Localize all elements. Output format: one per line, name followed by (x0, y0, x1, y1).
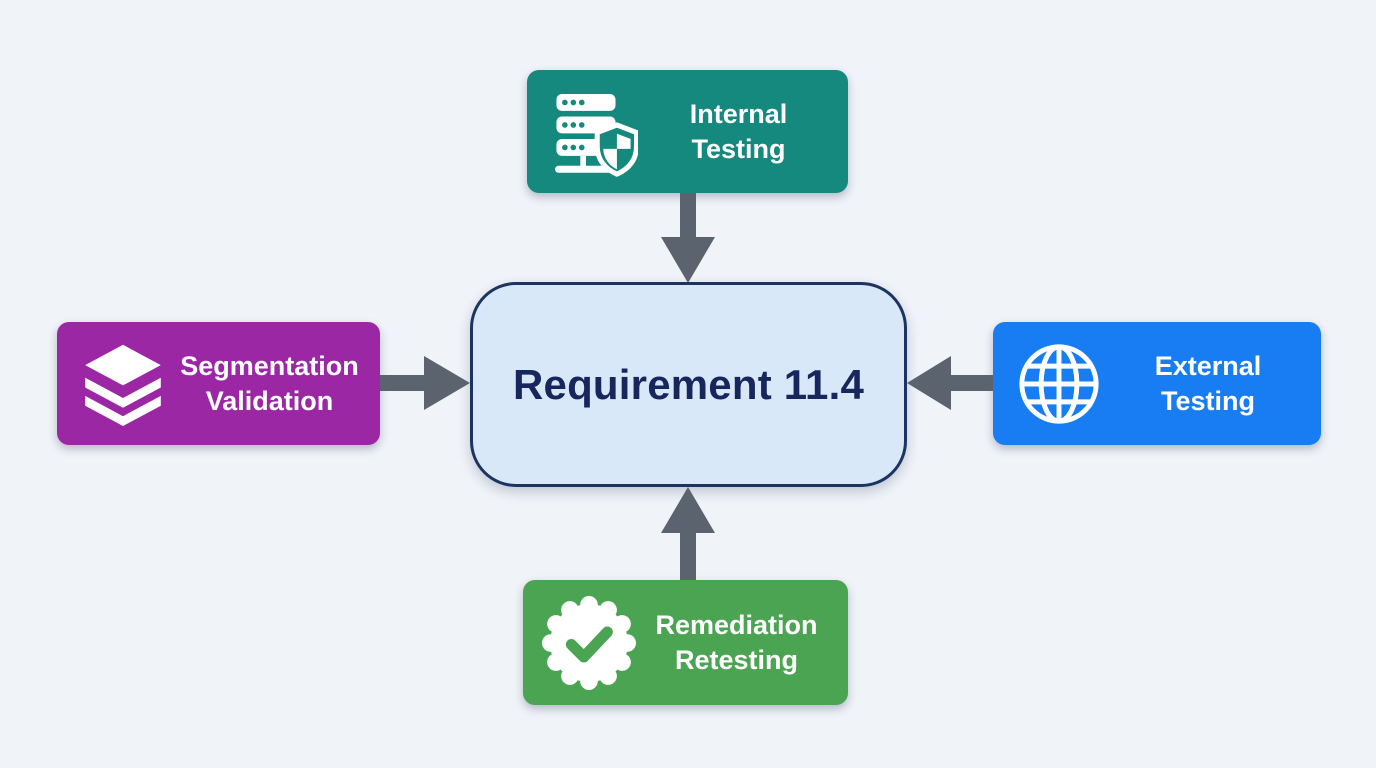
server-shield-icon (545, 87, 641, 177)
arrow-internal-to-center (660, 193, 716, 283)
center-node-requirement: Requirement 11.4 (470, 282, 907, 487)
globe-icon (1011, 340, 1107, 428)
arrow-remediation-to-center (660, 487, 716, 580)
center-node-label: Requirement 11.4 (512, 360, 864, 408)
arrow-segmentation-to-center (380, 355, 470, 411)
node-label-external-testing: External Testing (1154, 350, 1262, 416)
node-label-remediation-retesting: Remediation Retesting (655, 609, 818, 675)
arrow-external-to-center (907, 355, 993, 411)
layers-icon (75, 342, 171, 426)
node-remediation-retesting: Remediation Retesting (523, 580, 848, 705)
node-label-internal-testing: Internal Testing (689, 98, 788, 164)
node-internal-testing: Internal Testing (527, 70, 848, 193)
node-segmentation-validation: Segmentation Validation (57, 322, 380, 445)
node-external-testing: External Testing (993, 322, 1321, 445)
node-label-segmentation-validation: Segmentation Validation (180, 350, 359, 416)
badge-check-icon (541, 595, 637, 690)
